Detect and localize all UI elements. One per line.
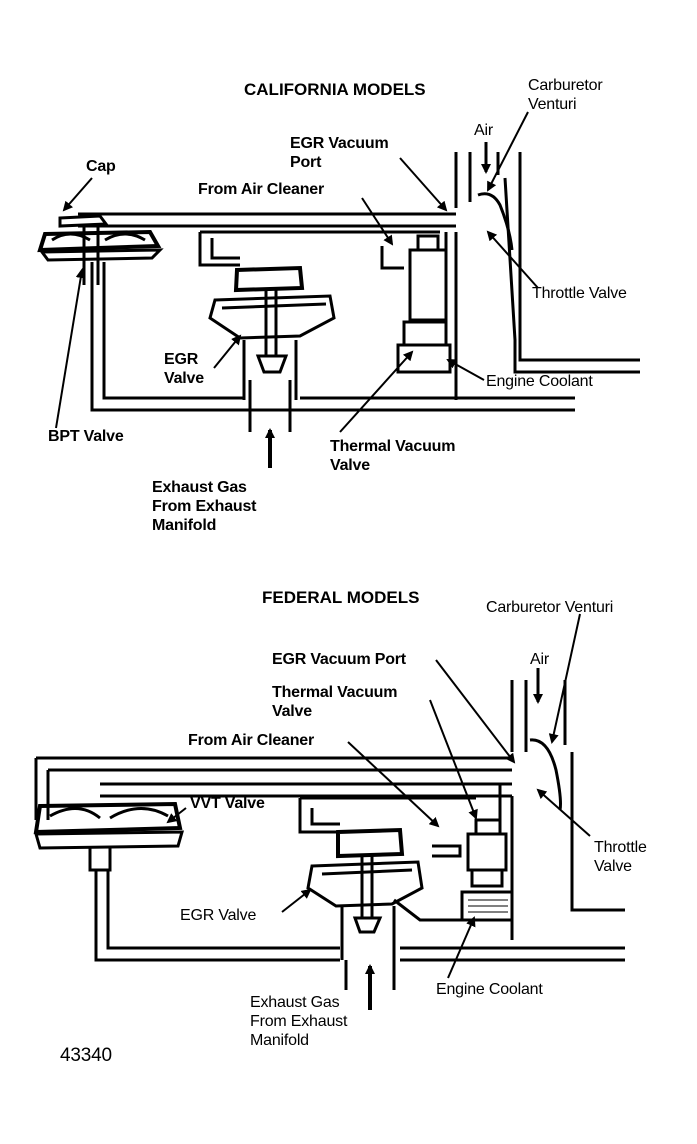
ca-egr-valve-label: EGR Valve — [164, 350, 204, 388]
federal-title: FEDERAL MODELS — [262, 588, 420, 607]
ca-egr-vacuum-port-label: EGR Vacuum Port — [290, 134, 389, 172]
fed-carburetor-left-wall — [510, 680, 528, 940]
federal-diagram — [33, 613, 625, 1010]
ca-thermal-vacuum-valve-body — [380, 232, 458, 374]
ca-pointer-throttle — [486, 230, 539, 289]
fed-egr-vacuum-port-label: EGR Vacuum Port — [272, 651, 406, 668]
fed-throttle-valve-label: Throttle Valve — [594, 838, 647, 876]
ca-throttle-valve-label: Throttle Valve — [532, 285, 627, 302]
fed-vvt-valve-label: VVT Valve — [190, 795, 265, 812]
fed-exhaust-gas-label: Exhaust Gas From Exhaust Manifold — [250, 993, 347, 1050]
california-diagram — [37, 111, 640, 468]
ca-carburetor-venturi-label: Carburetor Venturi — [528, 76, 603, 114]
ca-pointer-cap — [62, 177, 93, 212]
fed-pointer-egr-port — [435, 659, 516, 764]
ca-vacuum-line-top — [78, 212, 456, 228]
ca-exhaust-line-2: From Exhaust — [152, 498, 257, 515]
ca-exhaust-gas-label: Exhaust Gas From Exhaust Manifold — [152, 478, 256, 535]
fed-exhaust-line-2: From Exhaust — [250, 1013, 348, 1030]
ca-carburetor-right-wall — [496, 152, 640, 374]
ca-exhaust-line-3: Manifold — [152, 517, 217, 534]
ca-pointer-coolant — [446, 359, 485, 381]
fed-egr-valve-label: EGR Valve — [180, 907, 257, 924]
ca-egr-valve-body — [208, 265, 336, 432]
fed-tvv-line-2: Valve — [272, 703, 312, 720]
ca-egr-port-line-2: Port — [290, 154, 322, 171]
ca-from-air-cleaner-label: From Air Cleaner — [198, 181, 325, 198]
fed-throttle-line-1: Throttle — [594, 839, 647, 856]
fed-egr-line — [298, 796, 476, 834]
ca-pointer-tvv — [339, 350, 414, 433]
ca-exhaust-line-1: Exhaust Gas — [152, 479, 247, 496]
ca-egr-valve-line-2: Valve — [164, 370, 204, 387]
ca-pointer-bpt — [55, 268, 86, 429]
ca-egr-line — [198, 230, 440, 267]
ca-carburetor-left-wall — [454, 152, 472, 400]
fed-outer-loop — [34, 756, 512, 820]
fed-lower-pipe — [400, 946, 625, 962]
ca-cap-label: Cap — [86, 158, 116, 175]
ca-air-label: Air — [474, 122, 493, 139]
ca-lower-pipe — [300, 396, 575, 412]
fed-engine-coolant-label: Engine Coolant — [436, 981, 543, 998]
ca-egr-valve-line-1: EGR — [164, 351, 199, 368]
fed-pointer-coolant — [447, 916, 476, 979]
fed-from-air-cleaner-label: From Air Cleaner — [188, 732, 315, 749]
ca-tvv-line-2: Valve — [330, 457, 370, 474]
fed-exhaust-line-1: Exhaust Gas — [250, 994, 340, 1011]
fed-pointer-tvv — [429, 699, 478, 820]
ca-bpt-valve-label: BPT Valve — [48, 428, 124, 445]
fed-thermal-vacuum-valve-body — [432, 784, 514, 922]
fed-pointer-carb-venturi — [548, 613, 581, 744]
fed-tvv-line-1: Thermal Vacuum — [272, 684, 398, 701]
ca-pointer-air-cleaner — [361, 197, 394, 246]
fed-throttle-line-2: Valve — [594, 858, 632, 875]
figure-number: 43340 — [60, 1045, 112, 1066]
fed-air-label: Air — [530, 651, 549, 668]
fed-carburetor-right-wall — [563, 680, 625, 912]
ca-pointer-egr-port — [399, 157, 448, 212]
ca-engine-coolant-label: Engine Coolant — [486, 373, 593, 390]
fed-carburetor-venturi-label: Carburetor Venturi — [486, 599, 614, 616]
ca-bpt-line — [90, 262, 300, 412]
bpt-valve-body — [37, 214, 164, 285]
fed-thermal-vacuum-valve-label: Thermal Vacuum Valve — [272, 683, 397, 721]
ca-thermal-vacuum-valve-label: Thermal Vacuum Valve — [330, 437, 455, 475]
ca-tvv-line-1: Thermal Vacuum — [330, 438, 456, 455]
fed-pointer-air-cleaner — [347, 741, 440, 828]
ca-carb-venturi-line-2: Venturi — [528, 96, 577, 113]
ca-carb-venturi-line-1: Carburetor — [528, 77, 603, 94]
fed-inner-line — [100, 782, 512, 798]
vvt-valve-body — [33, 801, 340, 962]
ca-pointer-egr-valve — [213, 334, 242, 369]
fed-pointer-egr-valve — [281, 888, 312, 913]
fed-exhaust-line-3: Manifold — [250, 1032, 309, 1049]
ca-pointer-carb-venturi — [487, 111, 529, 192]
ca-egr-port-line-1: EGR Vacuum — [290, 135, 389, 152]
fed-pointer-throttle — [536, 788, 591, 837]
california-title: CALIFORNIA MODELS — [244, 80, 426, 99]
fed-egr-valve-body — [306, 827, 470, 990]
ca-venturi — [477, 192, 514, 251]
fed-pointer-vvt — [166, 807, 187, 824]
fed-venturi — [529, 738, 562, 811]
